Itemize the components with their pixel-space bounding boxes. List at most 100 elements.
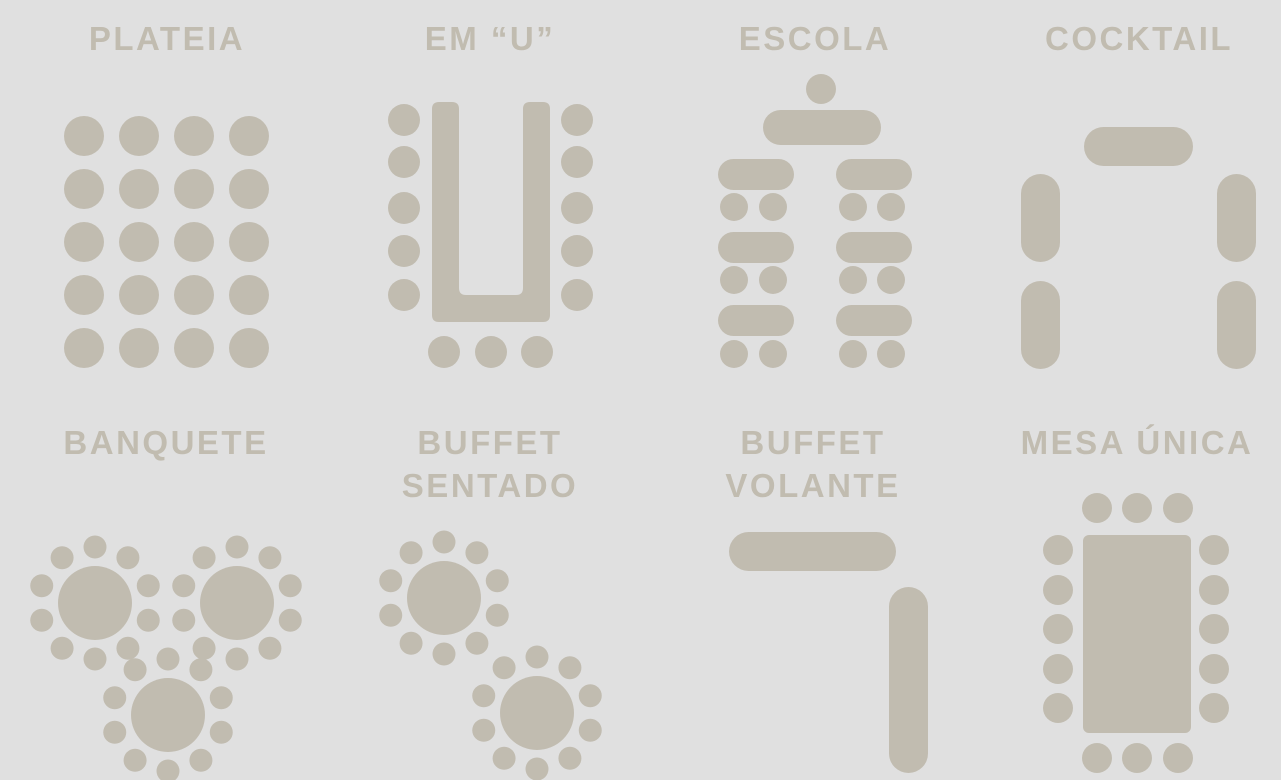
chair-right: [561, 146, 593, 178]
student-chair: [877, 266, 905, 294]
buffet-seated-chair: [492, 746, 516, 770]
banquet-chair: [103, 720, 127, 744]
title-escola: ESCOLA: [738, 20, 892, 57]
buffet-seated-chair: [525, 757, 549, 780]
title-banquete: BANQUETE: [63, 424, 269, 461]
audience-chair: [119, 328, 159, 368]
banquet-chair: [123, 748, 147, 772]
chair-bottom: [1163, 743, 1193, 773]
chair-right: [1199, 693, 1229, 723]
chair-left: [1043, 614, 1073, 644]
chair-bottom: [1082, 743, 1112, 773]
student-desk: [836, 159, 912, 190]
audience-chair: [229, 328, 269, 368]
student-chair: [720, 340, 748, 368]
chair-left: [1043, 693, 1073, 723]
chair-bottom: [475, 336, 507, 368]
audience-chair: [229, 222, 269, 262]
banquet-chair: [258, 636, 282, 660]
banquet-chair: [172, 608, 196, 632]
cocktail-bar: [1021, 174, 1060, 262]
buffet-seated-chair: [399, 631, 423, 655]
banquet-chair: [209, 720, 233, 744]
student-chair: [839, 193, 867, 221]
chair-right: [561, 279, 593, 311]
buffet-seated-chair: [465, 541, 489, 565]
student-desk: [718, 159, 794, 190]
buffet-seated-chair: [432, 530, 456, 554]
title-mesa-unica: MESA ÚNICA: [1020, 424, 1254, 461]
title-em-u: EM “U”: [424, 20, 556, 57]
chair-left: [1043, 654, 1073, 684]
audience-chair: [119, 169, 159, 209]
banquet-chair: [225, 647, 249, 671]
banquet-chair: [189, 658, 213, 682]
student-desk: [836, 305, 912, 336]
buffet-seated-table: [407, 561, 481, 635]
chair-right: [561, 104, 593, 136]
buffet-seated-chair: [432, 642, 456, 666]
banquet-chair: [278, 608, 302, 632]
chair-left: [388, 192, 420, 224]
banquet-chair: [116, 546, 140, 570]
audience-chair: [64, 169, 104, 209]
buffet-seated-chair: [525, 645, 549, 669]
buffet-seated-chair: [465, 631, 489, 655]
buffet-counter: [889, 587, 928, 773]
banquet-chair: [103, 686, 127, 710]
chair-left: [388, 235, 420, 267]
student-chair: [759, 193, 787, 221]
banquet-chair: [30, 574, 54, 598]
buffet-seated-chair: [399, 541, 423, 565]
student-chair: [839, 340, 867, 368]
banquet-chair: [136, 608, 160, 632]
buffet-seated-chair: [578, 684, 602, 708]
banquet-table: [200, 566, 274, 640]
audience-chair: [174, 328, 214, 368]
student-chair: [839, 266, 867, 294]
mesa-unica-diagram: [1043, 493, 1229, 773]
buffet-seated-chair: [492, 656, 516, 680]
chair-bottom: [428, 336, 460, 368]
student-desk: [718, 232, 794, 263]
banquet-chair: [189, 748, 213, 772]
cocktail-bar: [1217, 174, 1256, 262]
chair-right: [1199, 654, 1229, 684]
banquet-chair: [136, 574, 160, 598]
banquet-chair: [50, 546, 74, 570]
banquet-chair: [192, 546, 216, 570]
buffet-seated-chair: [558, 746, 582, 770]
audience-chair: [174, 116, 214, 156]
chair-left: [1043, 535, 1073, 565]
cocktail-bar: [1021, 281, 1060, 369]
single-table: [1083, 535, 1191, 733]
cocktail-diagram: [1021, 127, 1256, 369]
buffet-counter: [729, 532, 896, 571]
audience-chair: [174, 275, 214, 315]
cocktail-bar-top: [1084, 127, 1193, 166]
audience-chair: [229, 275, 269, 315]
audience-chair: [174, 169, 214, 209]
escola-diagram: [718, 74, 912, 368]
student-chair: [759, 266, 787, 294]
banquet-chair: [156, 647, 180, 671]
banquet-table: [131, 678, 205, 752]
audience-chair: [119, 222, 159, 262]
banquet-chair: [209, 686, 233, 710]
banquete-diagram: [30, 535, 302, 780]
student-desk: [718, 305, 794, 336]
buffet-seated-chair: [379, 603, 403, 627]
title-cocktail: COCKTAIL: [1044, 20, 1234, 57]
chair-top: [1163, 493, 1193, 523]
title-buffet-sentado-line1: BUFFET: [417, 424, 563, 461]
cocktail-bar: [1217, 281, 1256, 369]
student-chair: [877, 193, 905, 221]
chair-left: [388, 279, 420, 311]
buffet-seated-chair: [485, 569, 509, 593]
banquet-chair: [50, 636, 74, 660]
audience-chair: [64, 328, 104, 368]
title-plateia: PLATEIA: [88, 20, 246, 57]
banquet-chair: [116, 636, 140, 660]
banquet-chair: [156, 759, 180, 780]
